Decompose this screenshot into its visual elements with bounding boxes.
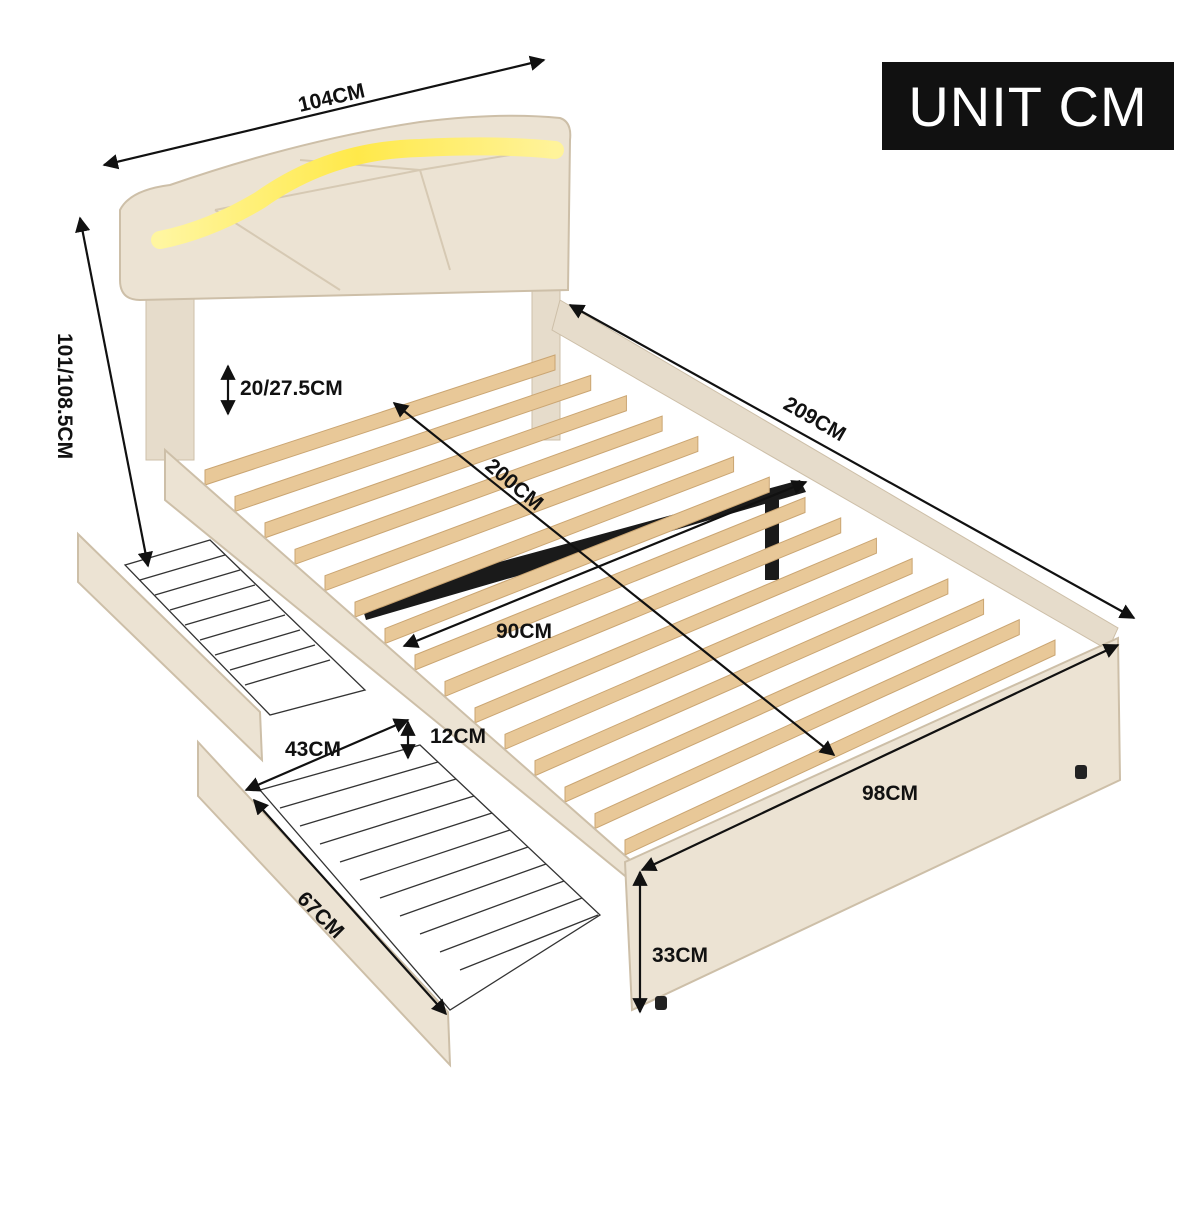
foot-leg-left	[655, 996, 667, 1010]
dimension-lines	[75, 55, 1136, 1016]
headboard-left-post	[145, 289, 195, 461]
dim-line-43	[244, 718, 410, 792]
label-footboard-height: 33CM	[652, 944, 708, 967]
upper-drawer-basket	[123, 539, 367, 716]
unit-badge-label: UNIT CM	[908, 74, 1148, 138]
dim-line-98	[640, 643, 1120, 872]
headboard-stitching	[214, 149, 541, 291]
dim-line-90	[402, 480, 808, 648]
label-drawer-width: 43CM	[285, 738, 341, 761]
dim-line-104	[102, 55, 546, 170]
label-drawer-height: 12CM	[430, 725, 486, 748]
label-footboard-width: 98CM	[862, 782, 918, 805]
upper-drawer-front	[77, 531, 264, 763]
label-headboard-height: 101/108.5CM	[53, 333, 76, 459]
slat	[264, 395, 627, 539]
dim-line-209	[568, 304, 1136, 619]
dim-line-101	[75, 216, 153, 568]
slat	[204, 354, 556, 486]
label-mattress-width: 90CM	[496, 620, 552, 643]
foot-leg-right	[1075, 765, 1087, 779]
dim-line-67	[252, 798, 448, 1016]
unit-badge: UNIT CM	[882, 62, 1174, 150]
label-under-bed-clearance: 20/27.5CM	[240, 377, 343, 400]
